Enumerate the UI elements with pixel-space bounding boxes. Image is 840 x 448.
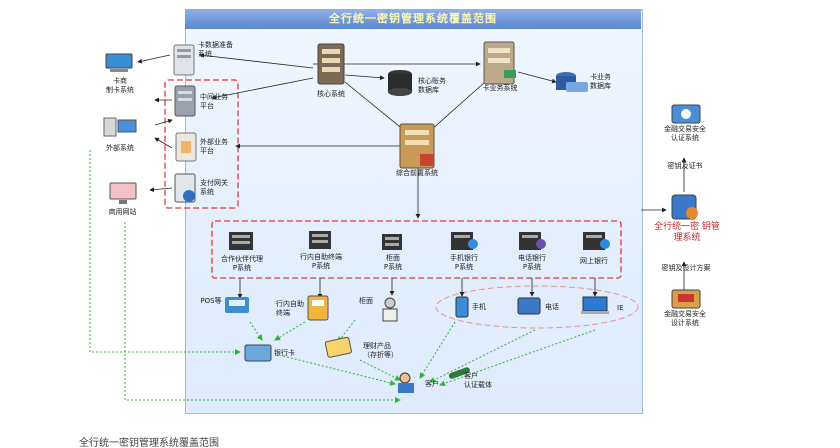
server-icon xyxy=(229,232,253,250)
server-icon xyxy=(451,232,478,250)
gear-icon xyxy=(671,289,701,309)
pos-icon xyxy=(225,297,249,313)
bank-card-label: 银行卡 xyxy=(274,349,295,357)
server-icon xyxy=(583,232,610,250)
external-platform-label: 外部业务 平台 xyxy=(200,138,228,155)
mobile-label: 手机 xyxy=(472,303,486,311)
mobile-banking-label: 手机银行 P系统 xyxy=(450,254,478,271)
phone-icon xyxy=(455,296,469,318)
fin-security-auth-label: 金融交易安全 认证系统 xyxy=(664,125,706,142)
self-terminal-label: 行内自助 终端 xyxy=(276,300,304,317)
database-icon xyxy=(556,72,588,92)
diagram-title: 全行统一密钥管理系统覆盖范围 xyxy=(185,9,641,29)
server-icon xyxy=(174,173,196,203)
key-icon xyxy=(448,367,470,379)
card-db-label: 卡业务 数据库 xyxy=(590,73,611,90)
server-icon xyxy=(317,43,345,85)
key-and-cert-label: 密钥及证书 xyxy=(667,162,703,170)
server-icon xyxy=(399,123,435,169)
partner-agent-label: 合作伙伴代理 P系统 xyxy=(221,255,263,272)
core-system-label: 核心系统 xyxy=(317,90,345,98)
fin-security-design-label: 金融交易安全 设计系统 xyxy=(664,310,706,327)
integrated-frontend-label: 综合前置系统 xyxy=(396,169,438,177)
server-icon xyxy=(382,234,402,250)
person-icon xyxy=(398,372,414,393)
server-icon xyxy=(519,232,546,250)
card-issuing-label: 卡商 制卡系统 xyxy=(106,77,134,94)
card-icon xyxy=(324,336,352,358)
wealth-product-label: 理财产品 （存折等） xyxy=(363,342,398,359)
telephone-icon xyxy=(517,297,541,315)
counter-label: 柜面 P系统 xyxy=(383,254,403,271)
customer-auth-label: 客户 认证载体 xyxy=(464,372,492,389)
monitor-icon xyxy=(105,53,133,72)
customer-label: 客户 xyxy=(425,380,439,388)
laptop-icon xyxy=(581,296,609,314)
server-icon xyxy=(175,132,197,162)
payment-gateway-label: 支付网关 系统 xyxy=(200,179,228,196)
server-icon xyxy=(173,44,195,76)
merchant-site-label: 商用网站 xyxy=(108,208,137,216)
channel-systems-group xyxy=(211,220,622,279)
monitor-icon xyxy=(671,104,701,124)
external-systems-label: 外部系统 xyxy=(106,144,134,152)
gear-icon xyxy=(671,194,698,220)
database-icon xyxy=(388,70,412,96)
server-icon xyxy=(483,41,516,85)
key-design-label: 密钥及设计方案 xyxy=(661,264,711,272)
person-icon xyxy=(382,297,398,322)
remote-channel-group xyxy=(435,285,639,329)
self-service-label: 行内自助终端 P系统 xyxy=(300,253,342,270)
figure-caption: 全行统一密钥管理系统覆盖范围 xyxy=(79,438,219,448)
kms-main-label: 全行统一密 钥管理系统 xyxy=(654,222,720,243)
atm-icon xyxy=(307,295,329,321)
counter-desk-label: 柜面 xyxy=(359,297,373,305)
card-system-label: 卡业务系统 xyxy=(482,84,518,92)
card-data-prep-label: 卡数据准备 系统 xyxy=(198,41,233,58)
middle-platform-label: 中间业务 平台 xyxy=(200,93,228,110)
server-icon xyxy=(309,231,331,249)
pos-label: POS等 xyxy=(200,297,222,305)
online-banking-label: 网上银行 xyxy=(580,257,608,265)
server-icon xyxy=(174,85,196,117)
ie-label: IE xyxy=(617,304,624,312)
phone-banking-label: 电话银行 P系统 xyxy=(518,254,546,271)
monitor-icon xyxy=(109,182,137,204)
telephone-label: 电话 xyxy=(545,303,559,311)
core-db-label: 核心账务 数据库 xyxy=(418,77,446,94)
monitor-icon xyxy=(103,117,137,137)
card-icon xyxy=(244,344,272,362)
